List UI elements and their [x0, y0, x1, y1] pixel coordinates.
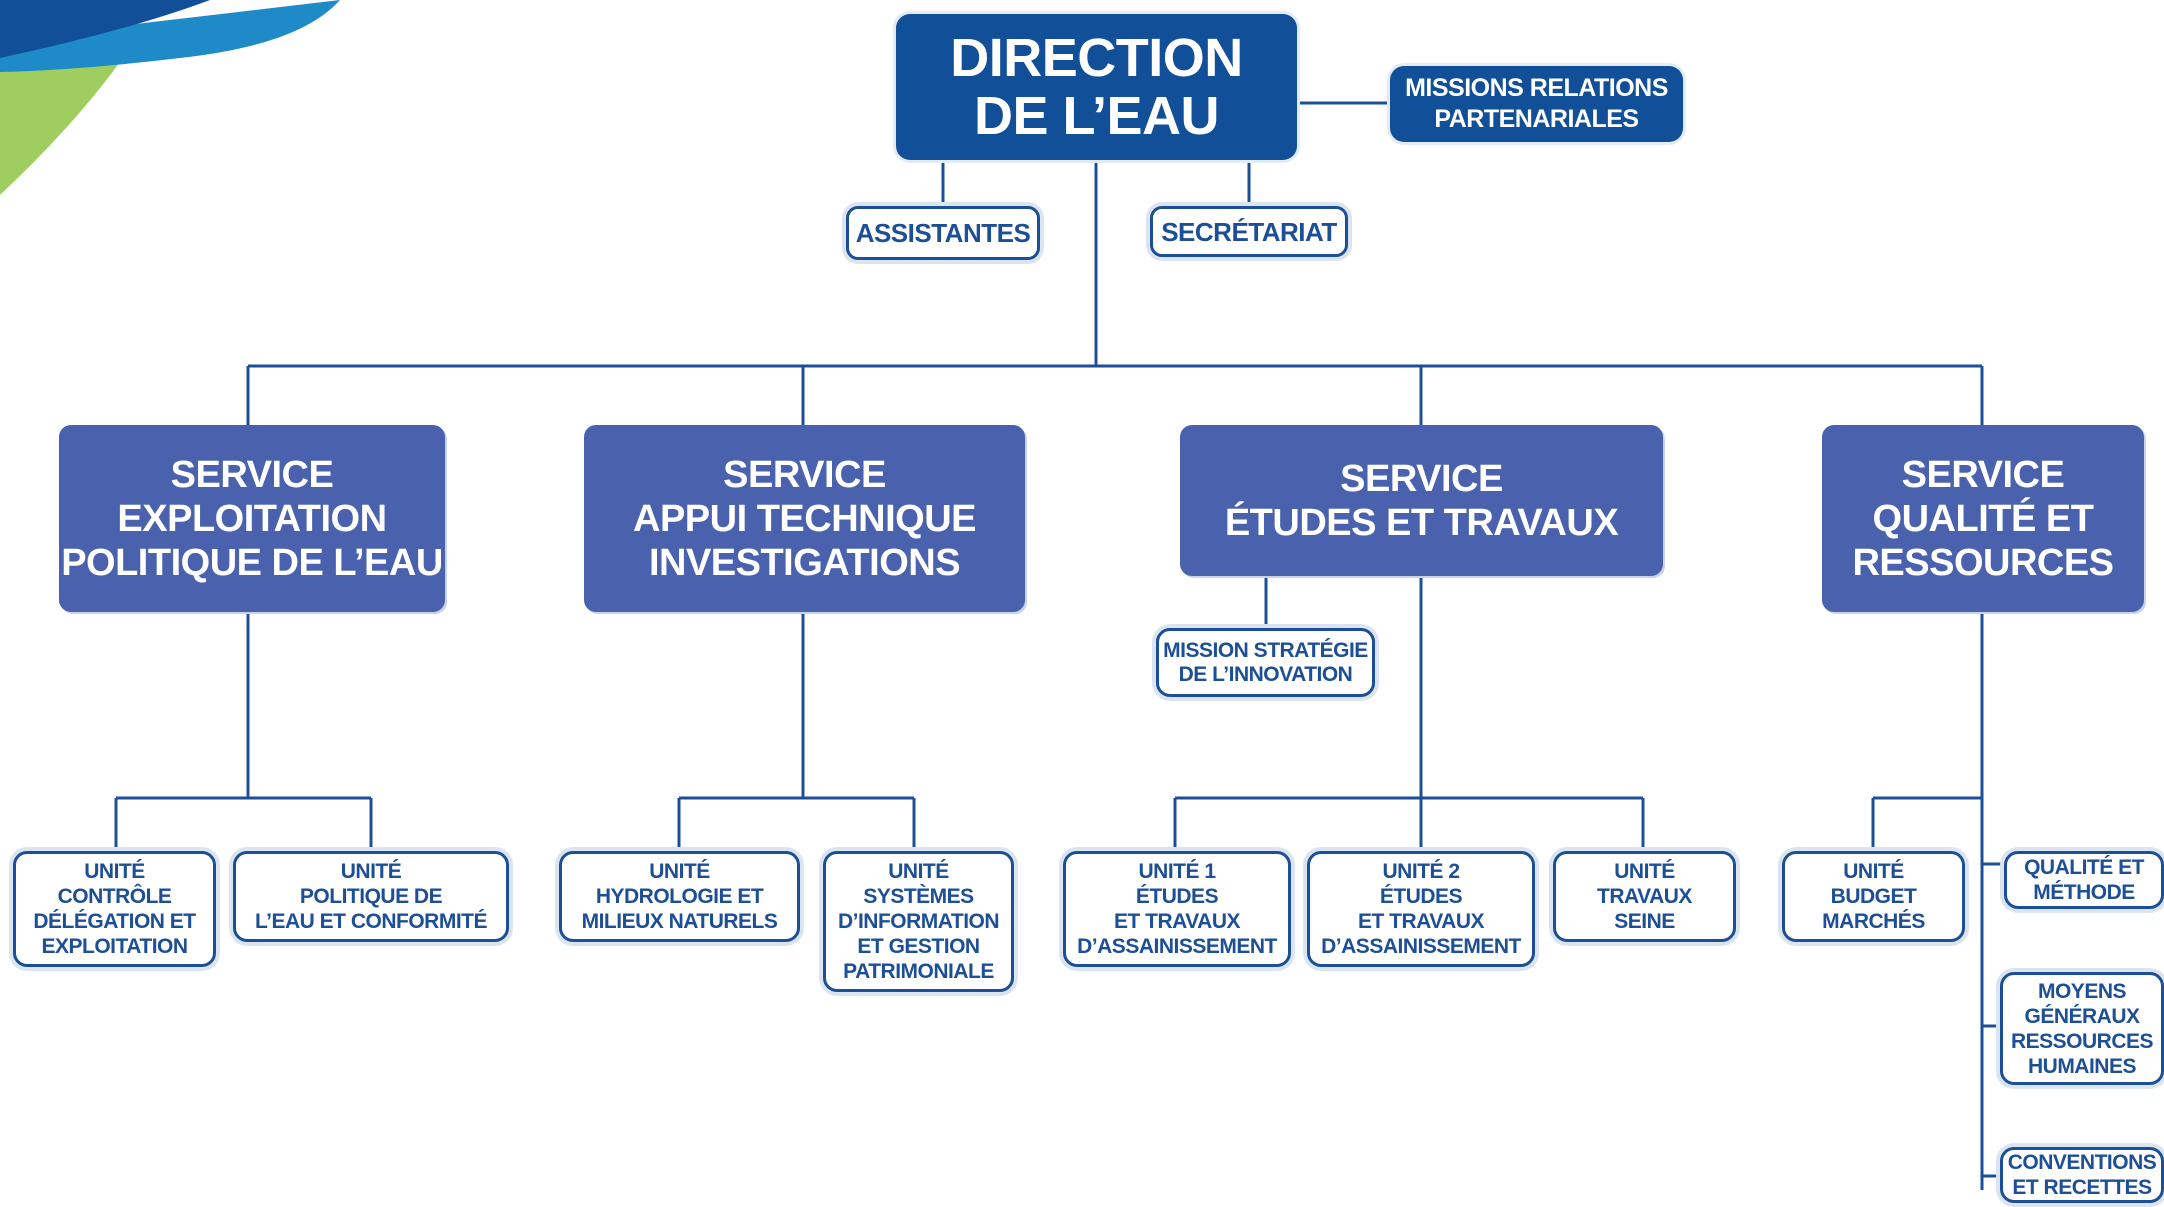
unit-hydrologie-milieux-box: UNITÉ HYDROLOGIE ET MILIEUX NATURELS: [559, 851, 800, 942]
unit-controle-delegation-box: UNITÉ CONTRÔLE DÉLÉGATION ET EXPLOITATIO…: [13, 851, 216, 967]
unit-travaux-seine-box: UNITÉ TRAVAUX SEINE: [1553, 851, 1736, 942]
service-appui-technique-label: SERVICE APPUI TECHNIQUE INVESTIGATIONS: [633, 453, 976, 584]
qualite-methode-label: QUALITÉ ET MÉTHODE: [2024, 856, 2144, 904]
mission-strategie-innovation-box: MISSION STRATÉGIE DE L’INNOVATION: [1156, 628, 1375, 697]
unit-controle-delegation-label: UNITÉ CONTRÔLE DÉLÉGATION ET EXPLOITATIO…: [33, 860, 196, 958]
conventions-recettes-box: CONVENTIONS ET RECETTES: [2000, 1147, 2164, 1203]
missions-relations-partenariales-box: MISSIONS RELATIONS PARTENARIALES: [1390, 66, 1683, 142]
unit-systemes-information-label: UNITÉ SYSTÈMES D’INFORMATION ET GESTION …: [837, 860, 1000, 983]
service-etudes-travaux-label: SERVICE ÉTUDES ET TRAVAUX: [1224, 457, 1619, 544]
mission-strategie-innovation-label: MISSION STRATÉGIE DE L’INNOVATION: [1163, 638, 1368, 686]
unit-2-etudes-travaux-box: UNITÉ 2 ÉTUDES ET TRAVAUX D’ASSAINISSEME…: [1307, 851, 1535, 967]
service-qualite-ressources-label: SERVICE QUALITÉ ET RESSOURCES: [1852, 453, 2114, 584]
logo-teal-shape: [0, 0, 340, 72]
unit-hydrologie-milieux-label: UNITÉ HYDROLOGIE ET MILIEUX NATURELS: [581, 860, 778, 933]
secretariat-box: SECRÉTARIAT: [1150, 206, 1348, 257]
unit-travaux-seine-label: UNITÉ TRAVAUX SEINE: [1597, 860, 1692, 933]
unit-budget-marches-box: UNITÉ BUDGET MARCHÉS: [1782, 851, 1965, 942]
direction-de-leau-box: DIRECTION DE L’EAU: [896, 14, 1297, 160]
logo-green-shape: [0, 48, 130, 195]
unit-1-etudes-travaux-label: UNITÉ 1 ÉTUDES ET TRAVAUX D’ASSAINISSEME…: [1077, 860, 1277, 958]
unit-systemes-information-box: UNITÉ SYSTÈMES D’INFORMATION ET GESTION …: [823, 851, 1014, 992]
missions-relations-partenariales-label: MISSIONS RELATIONS PARTENARIALES: [1405, 74, 1668, 133]
service-exploitation-politique-label: SERVICE EXPLOITATION POLITIQUE DE L’EAU: [61, 453, 443, 584]
assistantes-label: ASSISTANTES: [855, 218, 1031, 248]
logo-dark-shape: [0, 0, 210, 58]
qualite-methode-box: QUALITÉ ET MÉTHODE: [2004, 851, 2164, 909]
moyens-generaux-rh-box: MOYENS GÉNÉRAUX RESSOURCES HUMAINES: [2000, 972, 2164, 1085]
unit-1-etudes-travaux-box: UNITÉ 1 ÉTUDES ET TRAVAUX D’ASSAINISSEME…: [1063, 851, 1291, 967]
secretariat-label: SECRÉTARIAT: [1161, 216, 1337, 247]
conventions-recettes-label: CONVENTIONS ET RECETTES: [2007, 1151, 2157, 1199]
service-qualite-ressources-box: SERVICE QUALITÉ ET RESSOURCES: [1822, 425, 2144, 612]
assistantes-box: ASSISTANTES: [846, 206, 1040, 260]
moyens-generaux-rh-label: MOYENS GÉNÉRAUX RESSOURCES HUMAINES: [2010, 979, 2154, 1078]
direction-de-leau-label: DIRECTION DE L’EAU: [950, 28, 1243, 146]
service-appui-technique-box: SERVICE APPUI TECHNIQUE INVESTIGATIONS: [584, 425, 1025, 612]
decorative-swoosh-logo: [0, 0, 340, 195]
service-etudes-travaux-box: SERVICE ÉTUDES ET TRAVAUX: [1180, 425, 1663, 576]
service-exploitation-politique-box: SERVICE EXPLOITATION POLITIQUE DE L’EAU: [59, 425, 445, 612]
unit-politique-conformite-label: UNITÉ POLITIQUE DE L’EAU ET CONFORMITÉ: [255, 860, 488, 933]
unit-budget-marches-label: UNITÉ BUDGET MARCHÉS: [1822, 860, 1925, 933]
unit-2-etudes-travaux-label: UNITÉ 2 ÉTUDES ET TRAVAUX D’ASSAINISSEME…: [1321, 860, 1521, 958]
unit-politique-conformite-box: UNITÉ POLITIQUE DE L’EAU ET CONFORMITÉ: [233, 851, 509, 942]
